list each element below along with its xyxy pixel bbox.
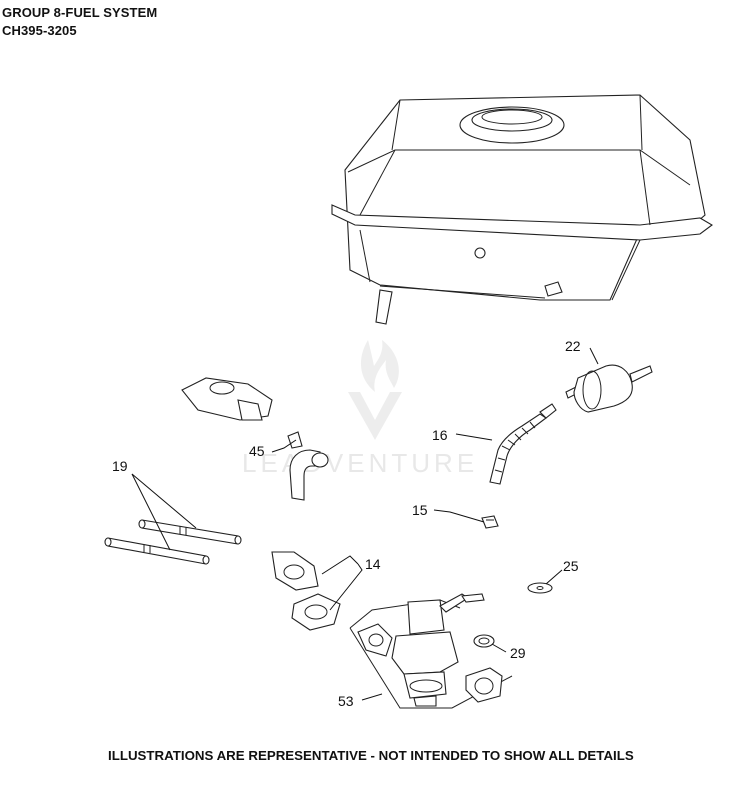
callout-15: 15 [412,502,428,518]
v-logo-icon [348,392,402,440]
fuel-pump-and-elbow-part-45 [181,377,329,501]
callout-19: 19 [112,458,128,474]
clip-part-15 [481,515,499,529]
carburetor-assembly-part-53 [349,593,513,709]
diagram-title: GROUP 8-FUEL SYSTEM [2,5,158,20]
gasket-set-part-14 [271,551,341,631]
leader-lines [131,347,599,701]
callout-45: 45 [249,443,265,459]
callout-53: 53 [338,693,354,709]
callout-25: 25 [563,558,579,574]
callout-22: 22 [565,338,581,354]
callout-29: 29 [510,645,526,661]
callout-14: 14 [365,556,381,572]
fuel-tank [331,94,713,325]
callout-16: 16 [432,427,448,443]
watermark-text: LEADVENTURE [242,448,478,478]
flame-logo-icon [360,340,399,392]
fuel-lines-part-19 [104,519,242,565]
fuel-hose-part-16 [489,403,557,485]
watermark: LEADVENTURE [242,340,478,478]
disclaimer-footer: ILLUSTRATIONS ARE REPRESENTATIVE - NOT I… [108,748,634,763]
fuel-filter-part-22 [565,364,653,413]
washer-part-25 [527,582,553,594]
model-number: CH395-3205 [2,23,77,38]
seal-part-29 [473,634,495,648]
